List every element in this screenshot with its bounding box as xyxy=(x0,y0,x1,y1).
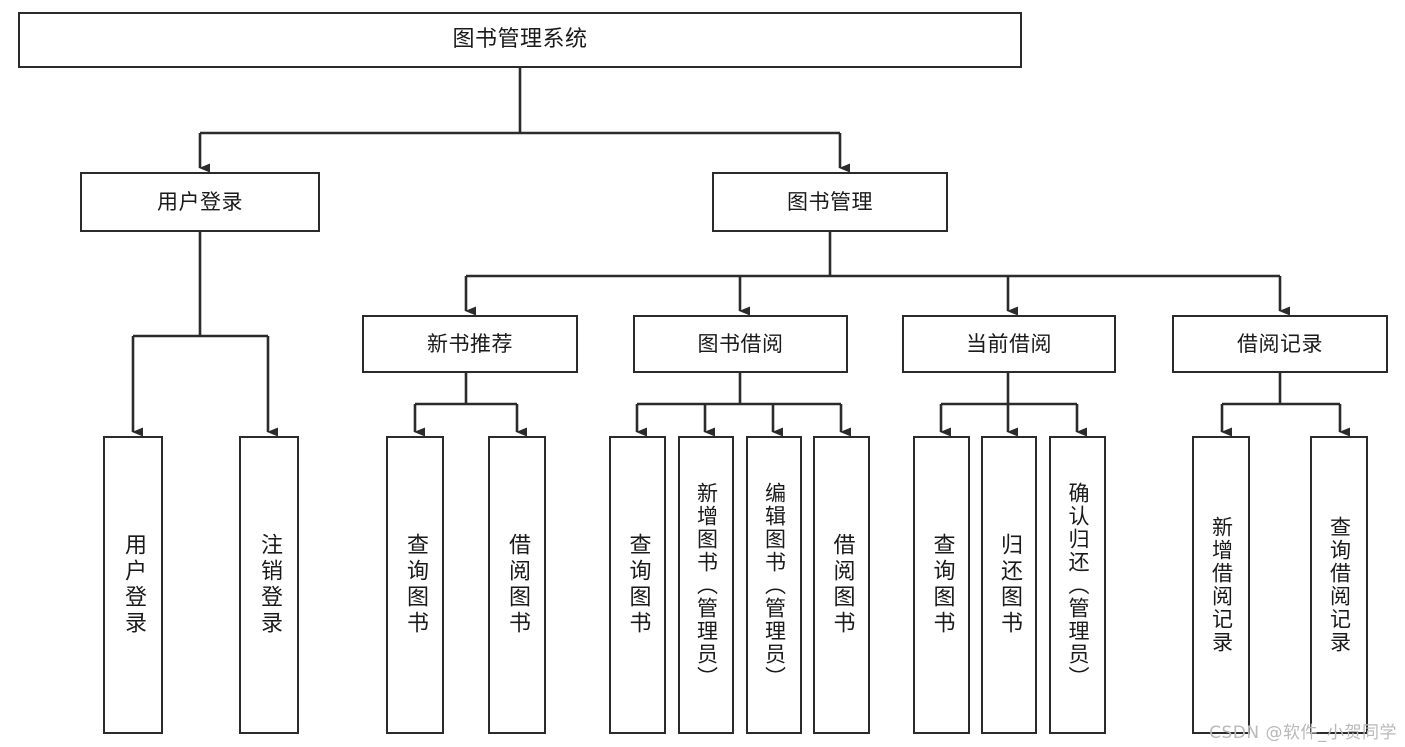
leaf-edit-book-admin[interactable]: 编辑图书（管理员） xyxy=(746,436,802,734)
leaf-borrow-book-borrow[interactable]: 借阅图书 xyxy=(813,436,870,734)
node-borrow-record[interactable]: 借阅记录 xyxy=(1172,315,1388,373)
node-label: 确认归还（管理员） xyxy=(1066,481,1090,689)
node-label: 注销登录 xyxy=(257,533,282,637)
node-label: 查询图书 xyxy=(403,533,428,637)
node-label: 查询图书 xyxy=(929,533,955,637)
node-label: 新增图书（管理员） xyxy=(694,481,719,689)
node-label: 新书推荐 xyxy=(427,331,513,356)
node-label: 图书管理 xyxy=(787,189,873,214)
node-label: 用户登录 xyxy=(121,533,146,637)
node-label: 用户登录 xyxy=(157,189,243,214)
node-label: 当前借阅 xyxy=(966,331,1052,356)
node-root-book-management-system[interactable]: 图书管理系统 xyxy=(18,12,1022,68)
node-book-borrow[interactable]: 图书借阅 xyxy=(633,315,848,373)
node-label: 编辑图书（管理员） xyxy=(762,481,787,689)
csdn-watermark: CSDN @软件_小贺同学 xyxy=(1209,723,1397,743)
leaf-borrow-book-new-rec[interactable]: 借阅图书 xyxy=(488,436,546,734)
node-new-book-recommendation[interactable]: 新书推荐 xyxy=(362,315,578,373)
leaf-query-book-borrow[interactable]: 查询图书 xyxy=(609,436,666,734)
leaf-query-book-current[interactable]: 查询图书 xyxy=(913,436,970,734)
leaf-query-book-new-rec[interactable]: 查询图书 xyxy=(386,436,444,734)
leaf-user-logout[interactable]: 注销登录 xyxy=(239,436,299,734)
node-current-borrow[interactable]: 当前借阅 xyxy=(902,315,1116,373)
node-label: 图书管理系统 xyxy=(452,27,588,53)
node-user-login[interactable]: 用户登录 xyxy=(80,172,320,232)
node-label: 借阅图书 xyxy=(829,533,855,637)
leaf-user-login[interactable]: 用户登录 xyxy=(103,436,163,734)
leaf-return-book[interactable]: 归还图书 xyxy=(981,436,1037,734)
node-label: 借阅图书 xyxy=(505,533,530,637)
leaf-query-borrow-record[interactable]: 查询借阅记录 xyxy=(1310,436,1368,734)
leaf-add-book-admin[interactable]: 新增图书（管理员） xyxy=(678,436,734,734)
node-book-management[interactable]: 图书管理 xyxy=(712,172,948,232)
node-label: 查询图书 xyxy=(625,533,651,637)
node-label: 归还图书 xyxy=(997,533,1022,637)
node-label: 新增借阅记录 xyxy=(1209,516,1234,654)
leaf-confirm-return-admin[interactable]: 确认归还（管理员） xyxy=(1049,436,1106,734)
node-label: 借阅记录 xyxy=(1237,331,1323,356)
leaf-add-borrow-record[interactable]: 新增借阅记录 xyxy=(1192,436,1250,734)
node-label: 查询借阅记录 xyxy=(1327,516,1352,654)
node-label: 图书借阅 xyxy=(697,331,784,356)
